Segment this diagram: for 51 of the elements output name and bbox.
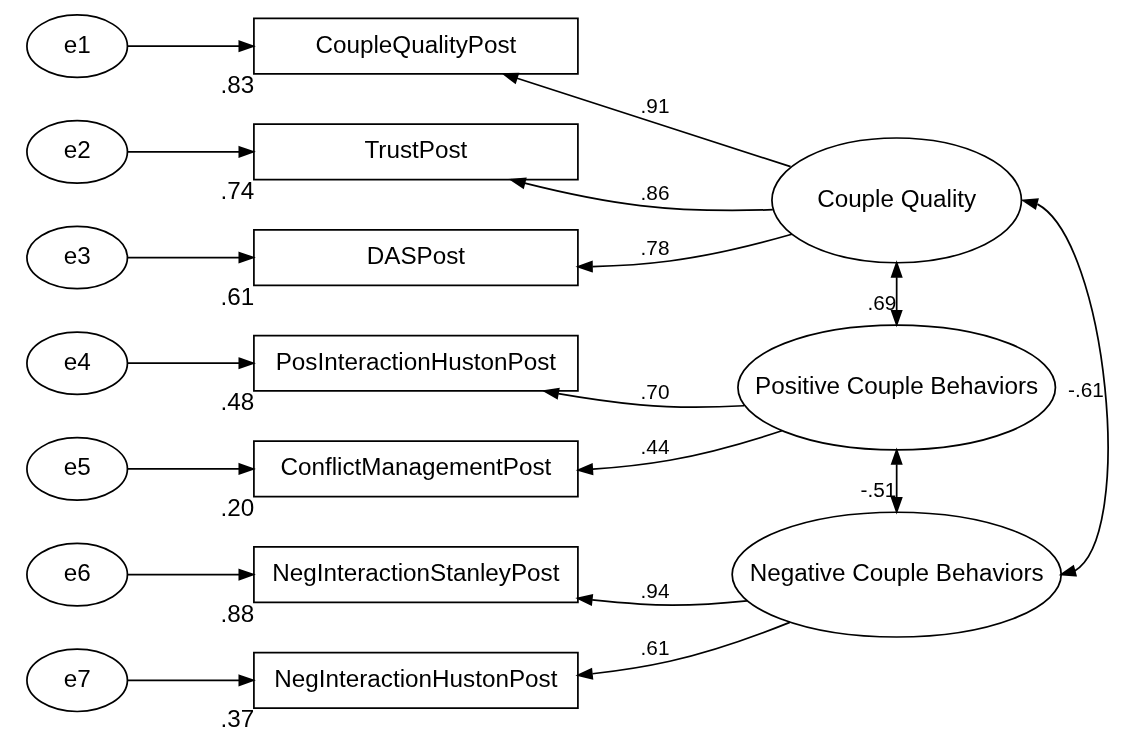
node-label: .37 [220,705,255,733]
node-ellipse: e6 [26,542,129,607]
node-ellipse: Couple Quality [771,137,1023,264]
edge-label: .94 [640,579,670,603]
node-ellipse: e7 [26,648,129,713]
node-box: CoupleQualityPost [253,17,579,75]
edge-label: .91 [640,94,670,118]
edge-label: .69 [867,291,897,315]
arrow [575,593,748,606]
arrow [575,429,783,476]
arrow [890,447,903,515]
node-box: DASPost [253,228,579,287]
edge-label: .44 [640,435,670,459]
arrow [541,387,745,409]
node-ellipse: Positive Couple Behaviors [737,324,1057,451]
node-label: .83 [220,71,255,99]
node-box: ConflictManagementPost [253,440,579,498]
arrow [126,674,256,687]
node-ellipse: e3 [26,225,129,290]
edge-label: .61 [640,636,670,660]
arrow [575,621,791,680]
arrow [1020,198,1109,577]
arrow [501,72,792,168]
edge-label: .86 [640,180,670,204]
arrow [126,251,256,264]
edge-label: .70 [640,379,670,403]
node-label: .48 [220,388,255,416]
arrow [126,357,256,370]
arrow [126,40,256,53]
node-label: .61 [220,282,255,310]
node-label: .20 [220,494,255,522]
node-label: .74 [220,176,255,204]
node-ellipse: Negative Couple Behaviors [731,511,1063,638]
arrow [575,233,793,273]
arrow [126,462,256,475]
node-label: .88 [220,599,255,627]
arrow [126,145,256,158]
node-box: TrustPost [253,123,579,181]
edge-label: .78 [640,236,670,260]
edge-label: -.51 [860,478,897,502]
node-ellipse: e1 [26,14,129,79]
arrow [126,568,256,581]
node-box: NegInteractionHustonPost [253,651,579,709]
node-box: PosInteractionHustonPost [253,334,579,392]
node-ellipse: e5 [26,436,129,501]
node-ellipse: e4 [26,331,129,396]
edge-label: -.61 [1068,378,1104,402]
arrow [508,177,774,212]
arrow [890,260,903,328]
node-ellipse: e2 [26,119,129,184]
node-box: NegInteractionStanleyPost [253,546,579,604]
